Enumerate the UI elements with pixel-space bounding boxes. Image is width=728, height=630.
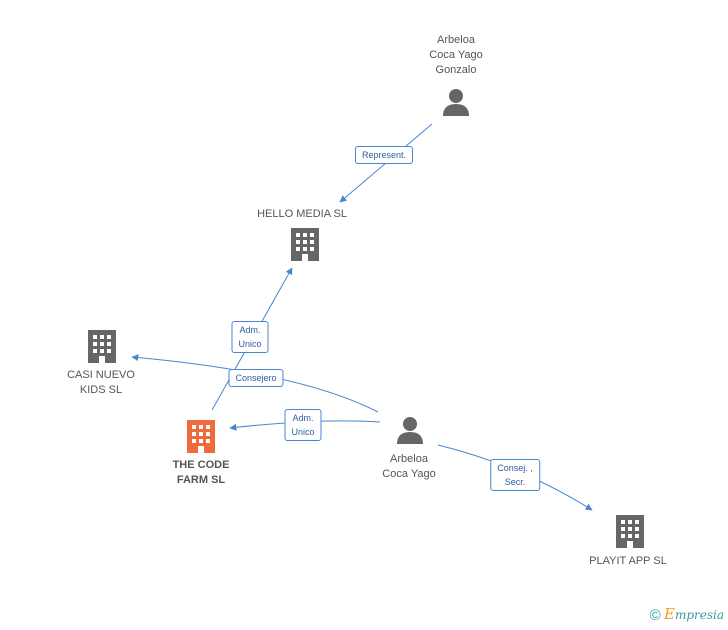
person-icon[interactable] — [397, 417, 423, 444]
relation-label-adm-unico-hello[interactable]: Adm. Unico — [231, 321, 269, 353]
empresia-logo: © Empresia — [650, 605, 724, 624]
copyright-icon: © — [649, 607, 661, 624]
building-icon[interactable] — [187, 420, 215, 453]
node-label-arbeloa-coca[interactable]: Arbeloa Coca Yago — [382, 453, 436, 480]
node-label-code-farm[interactable]: THE CODE FARM SL — [172, 459, 230, 486]
building-icon[interactable] — [88, 330, 116, 363]
node-label-arbeloa-gonzalo[interactable]: Arbeloa Coca Yago Gonzalo — [429, 34, 483, 76]
building-icon[interactable] — [291, 228, 319, 261]
person-icon[interactable] — [443, 89, 469, 116]
relation-label-consejero[interactable]: Consejero — [228, 369, 284, 387]
relation-label-represent[interactable]: Represent. — [354, 146, 414, 164]
node-label-playit[interactable]: PLAYIT APP SL — [589, 555, 667, 567]
brand-name: mpresia — [674, 608, 724, 622]
relation-label-consej-secr[interactable]: Consej. , Secr. — [490, 459, 540, 491]
node-label-hello-media[interactable]: HELLO MEDIA SL — [257, 208, 347, 220]
brand-e: E — [663, 605, 675, 623]
node-label-casi-nuevo[interactable]: CASI NUEVO KIDS SL — [67, 369, 135, 396]
relation-label-adm-unico-farm[interactable]: Adm. Unico — [284, 409, 322, 441]
building-icon[interactable] — [616, 515, 644, 548]
